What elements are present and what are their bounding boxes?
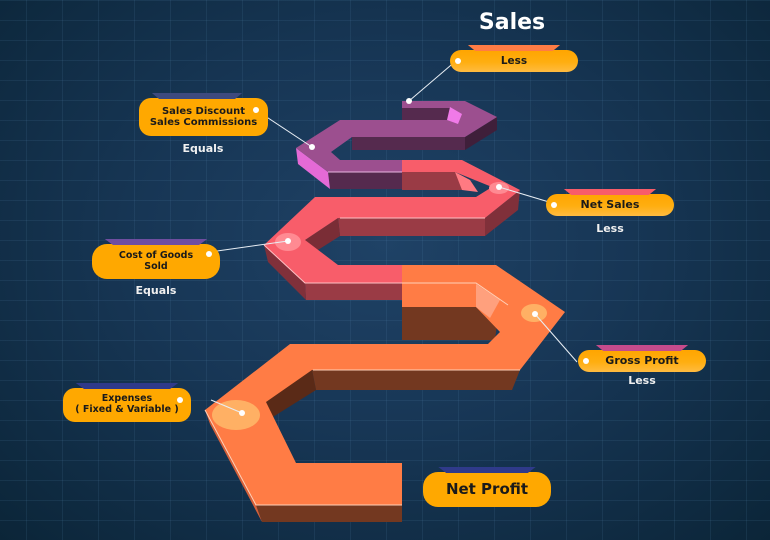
label-text: Net Profit (445, 479, 529, 498)
connector-dot (206, 251, 212, 257)
label-tab (104, 239, 208, 245)
connector-dot (455, 58, 461, 64)
label-less: Less (450, 45, 578, 72)
connector-dot (253, 107, 259, 113)
connector-text-equals: Equals (182, 142, 224, 155)
road-side (205, 410, 262, 522)
road-side (328, 172, 402, 189)
road-side (465, 117, 497, 150)
road-segment-purple (296, 101, 497, 189)
label-expenses: Expenses ( Fixed & Variable ) (63, 383, 191, 422)
road-segment-red (263, 160, 520, 300)
label-tab (151, 93, 243, 99)
road-top-orange (205, 265, 565, 505)
road-side (264, 245, 306, 300)
road-side (485, 190, 520, 236)
label-tab (438, 467, 536, 473)
diagram-title: Sales (478, 10, 546, 35)
label-net-sales: Net Sales (546, 189, 674, 216)
label-text: Net Sales (580, 197, 640, 211)
connector-dot (177, 397, 183, 403)
connector-dot (583, 358, 589, 364)
road-side (312, 370, 520, 390)
label-text: Less (500, 54, 528, 67)
node-highlight (212, 400, 260, 430)
label-text: Gross Profit (605, 353, 679, 367)
label-net-profit: Net Profit (423, 467, 551, 507)
road-side (256, 505, 402, 522)
road-side (305, 283, 402, 300)
connector-text-equals: Equals (135, 284, 177, 297)
label-text: Expenses ( Fixed & Variable ) (75, 393, 179, 415)
connector-text-less: Less (628, 374, 656, 387)
road-side (305, 218, 340, 255)
label-text: Sales Discount Sales Commissions (149, 105, 258, 129)
road-side (338, 218, 485, 236)
road-side (266, 370, 316, 420)
road-top-purple (296, 101, 497, 172)
road-top-red (264, 160, 520, 283)
road-inner-wall (447, 107, 462, 124)
connector-text-less: Less (596, 222, 624, 235)
road-side (296, 148, 330, 189)
connector-dot (551, 202, 557, 208)
label-tab (75, 383, 179, 389)
label-text: Cost of Goods Sold (118, 249, 194, 272)
road-inner-wall (455, 172, 478, 192)
label-tab (595, 345, 689, 351)
label-cost-of-goods: Cost of Goods Sold (92, 239, 220, 279)
road-segment-orange (204, 265, 565, 522)
label-tab (563, 189, 657, 195)
node-dots (239, 98, 538, 416)
road-side (352, 137, 465, 150)
road-side (402, 172, 470, 190)
road-inner-wall (476, 284, 500, 318)
label-tab (467, 45, 561, 51)
label-sales-discount: Sales Discount Sales Commissions (139, 93, 268, 136)
label-gross-profit: Gross Profit (578, 345, 706, 372)
